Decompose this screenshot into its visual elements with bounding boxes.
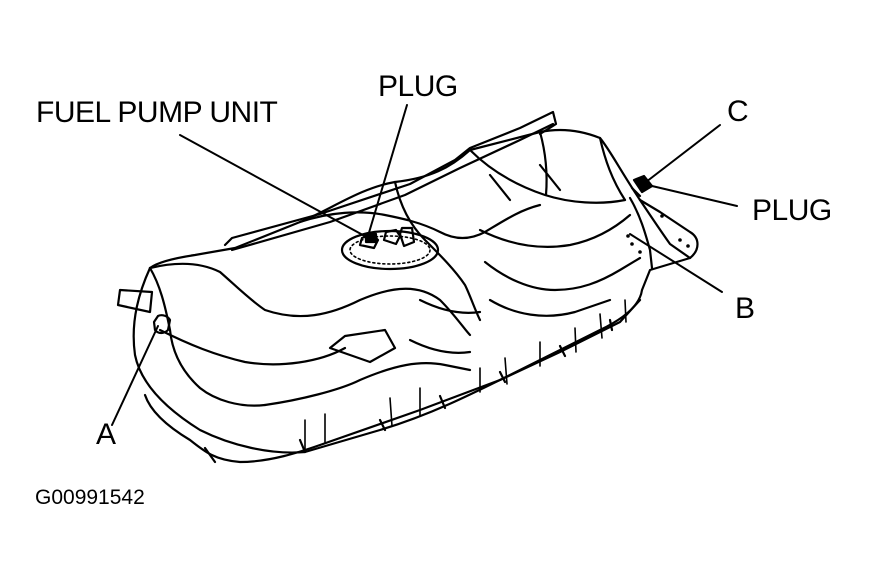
leader-fuel-pump-unit — [179, 134, 373, 241]
tank-right-ridge-2 — [478, 213, 632, 248]
tank-right-end-inner — [628, 196, 654, 270]
label-c: C — [727, 95, 749, 128]
fuel-pump-ring-inner — [349, 235, 431, 265]
label-b: B — [735, 292, 755, 325]
leader-a — [111, 325, 159, 426]
tank-lower-right-pocket — [408, 298, 482, 354]
tank-skirt-ribs — [304, 299, 627, 451]
tank-mid-contour — [263, 362, 472, 407]
figure-code: G00991542 — [35, 486, 145, 509]
fitting-c-neck — [630, 186, 642, 198]
tank-pump-hump — [298, 203, 542, 240]
label-plug-top: PLUG — [378, 70, 458, 103]
label-plug-right: PLUG — [752, 194, 832, 227]
tank-bottom-edge — [203, 318, 614, 464]
leader-plug-top — [367, 104, 408, 237]
label-fuel-pump-unit: FUEL PUMP UNIT — [36, 96, 278, 129]
tank-right-end — [638, 198, 692, 260]
fitting-a — [152, 314, 172, 335]
tank-left-contour — [148, 266, 267, 407]
leader-b — [629, 233, 723, 293]
tank-front-crease — [158, 328, 347, 366]
tank-top-flange-inner — [230, 122, 555, 252]
tank-rear-flange — [116, 288, 154, 314]
tank-top-flange — [223, 110, 558, 247]
tank-lower-shell — [143, 298, 642, 464]
tank-right-pocket — [483, 256, 642, 292]
tank-hump-lower — [393, 180, 482, 322]
tank-right-pocket-inner — [488, 298, 612, 317]
tank-strap-groove — [488, 163, 562, 202]
tank-rivets — [626, 214, 690, 254]
tank-front-pocket — [328, 328, 397, 364]
tank-outer-outline — [132, 128, 699, 454]
label-a: A — [96, 418, 116, 451]
tank-right-shoulder — [538, 130, 627, 202]
leader-plug-right — [651, 185, 738, 207]
leader-c — [645, 124, 721, 183]
fuel-pump-plug — [364, 232, 378, 244]
tank-front-bulge — [148, 262, 472, 337]
